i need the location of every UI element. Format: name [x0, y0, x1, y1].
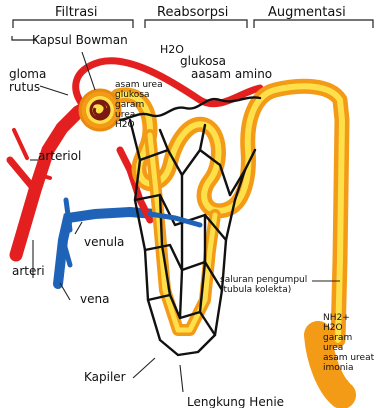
label-arteri: arteri [12, 265, 45, 277]
label-vena: vena [80, 293, 109, 305]
label-venula: venula [84, 236, 124, 248]
header-reabsorpsi: Reabsorpsi [157, 6, 228, 19]
filtrate-contents: asam urea glukosa garam urea H2O [115, 80, 163, 130]
header-filtrasi: Filtrasi [55, 6, 98, 19]
label-saluran-pengumpul: saluran pengumpul (tubula kolekta) [220, 275, 307, 295]
label-glomerulus: gloma rutus [9, 68, 46, 95]
header-augmentasi: Augmentasi [268, 6, 346, 19]
reabsorbed-asam-amino: aasam amino [191, 68, 272, 80]
label-arteriol: arteriol [38, 150, 81, 162]
efferent-arteriole [76, 61, 260, 220]
urine-contents: NH2+ H2O garam urea asam ureat imonia [323, 313, 374, 373]
artery-vessel [10, 104, 92, 255]
reabsorbed-glukosa: glukosa [180, 55, 226, 67]
label-kapsul-bowman: Kapsul Bowman [32, 34, 128, 46]
label-lengkung-henle: Lengkung Henie [187, 396, 284, 408]
label-kapiler: Kapiler [84, 371, 126, 383]
tubule-system [118, 86, 342, 395]
